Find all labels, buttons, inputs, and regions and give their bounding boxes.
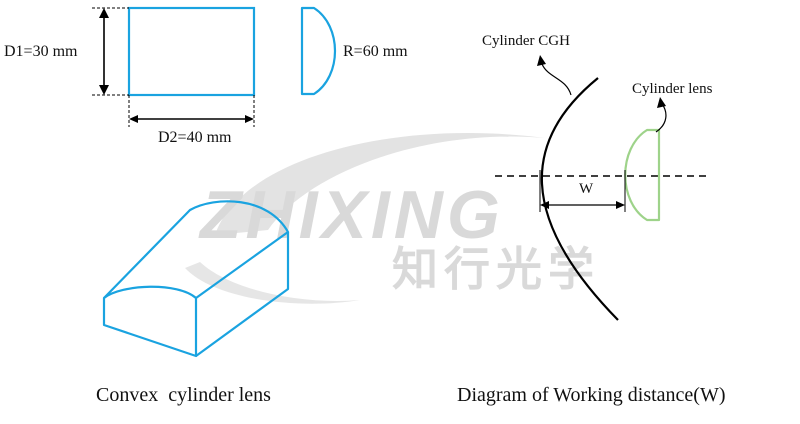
d1-arrow-bottom bbox=[99, 85, 109, 95]
cgh-curve bbox=[540, 77, 619, 321]
lens-3d-front-face bbox=[102, 285, 198, 358]
d1-arrow-top bbox=[99, 8, 109, 18]
d2-arrow-left bbox=[129, 115, 138, 123]
lens-3d-top-surface bbox=[103, 200, 290, 299]
cgh-pointer-arrow bbox=[537, 55, 546, 66]
lens-pointer-arrow bbox=[657, 97, 666, 108]
w-arrow-left bbox=[540, 201, 549, 209]
d1-label: D1=30 mm bbox=[4, 43, 78, 60]
watermark-swoosh-lower bbox=[185, 262, 360, 304]
cgh-pointer-line bbox=[541, 63, 572, 96]
watermark-swoosh bbox=[215, 133, 545, 235]
d2-arrow-right bbox=[245, 115, 254, 123]
watermark-cjk: 知行光学 bbox=[392, 242, 600, 296]
lens-3d-view bbox=[102, 200, 290, 358]
cylinder-lens-label: Cylinder lens bbox=[632, 81, 713, 97]
schematic-cylinder-lens bbox=[624, 128, 661, 222]
watermark-latin: ZHIXING bbox=[198, 177, 504, 253]
caption-working-distance: Diagram of Working distance(W) bbox=[457, 384, 726, 406]
cgh-label: Cylinder CGH bbox=[482, 33, 570, 49]
lens-front-view bbox=[127, 6, 256, 97]
lens-side-profile bbox=[300, 6, 336, 96]
w-arrow-right bbox=[616, 201, 625, 209]
d2-label: D2=40 mm bbox=[158, 129, 232, 146]
caption-convex-cylinder-lens: Convex cylinder lens bbox=[96, 384, 271, 406]
lens-3d-right-face bbox=[195, 232, 290, 357]
w-label: W bbox=[579, 181, 594, 197]
lens-pointer-line bbox=[655, 103, 667, 133]
radius-label: R=60 mm bbox=[343, 43, 408, 60]
